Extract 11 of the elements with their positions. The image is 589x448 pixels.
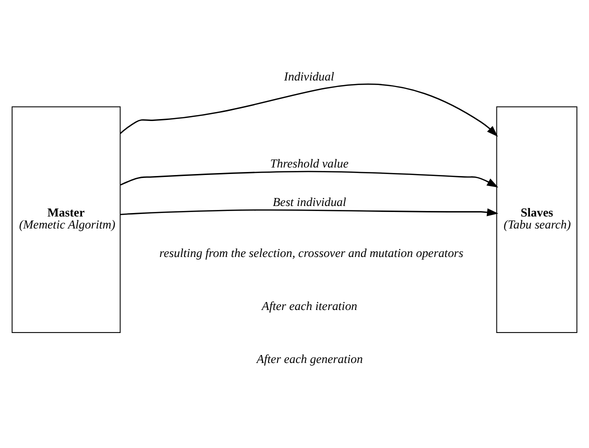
edge-label: Best individual (272, 194, 346, 209)
edge-label: Threshold value (270, 156, 349, 171)
label: resulting from the selection, crossover and mutation operators (159, 246, 464, 260)
node-box: Slaves (Tabu search) (496, 106, 578, 333)
edge-label: Individual (284, 69, 334, 84)
arrow (120, 170, 498, 188)
arrow (120, 84, 498, 137)
node-box: Master (Memetic Algoritm) (12, 106, 121, 333)
arrow (120, 208, 498, 216)
label: After each generation (256, 352, 363, 366)
label: After each iteration (262, 299, 358, 314)
